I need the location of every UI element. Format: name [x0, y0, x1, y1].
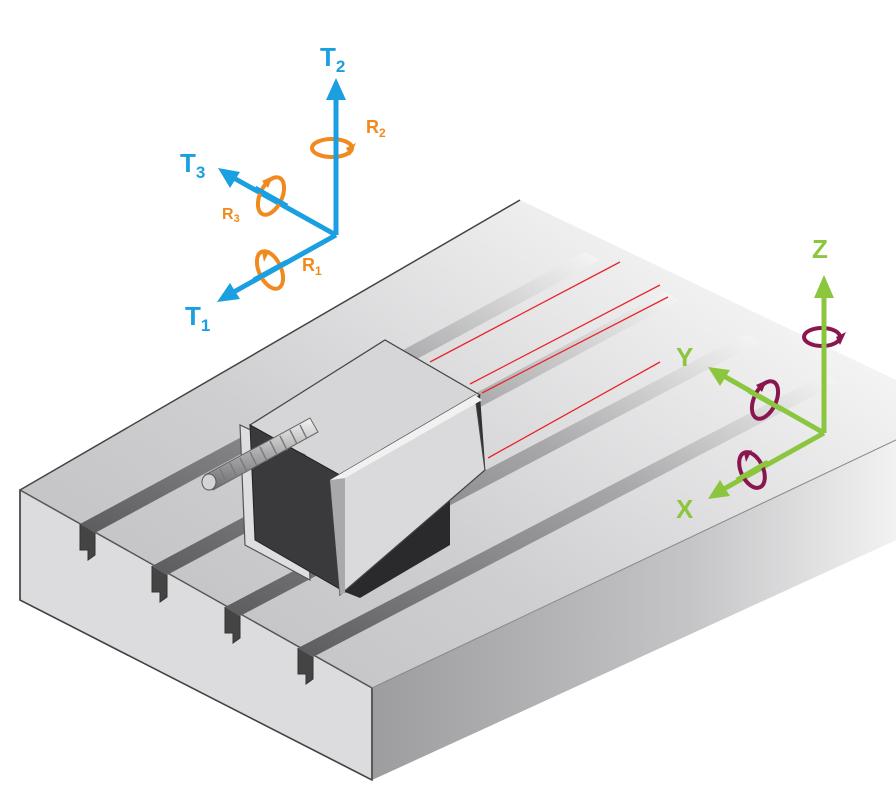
r2-rotation-icon: [310, 132, 356, 160]
t3-arrowhead: [218, 168, 240, 188]
z-label: Z: [812, 234, 828, 264]
lead-screw: [201, 417, 319, 491]
groove-4: [298, 374, 840, 657]
z-arrowhead: [814, 275, 834, 298]
y-arrowhead: [708, 367, 730, 386]
tr-coordinate-frame: T2 T3 T1 R2 R3 R1: [180, 42, 386, 335]
laser-beam-2: [469, 284, 661, 385]
x-label: X: [676, 494, 694, 524]
r1-rotation-icon: [252, 249, 289, 291]
xyz-coordinate-frame: Z Y X: [676, 234, 846, 524]
laser-beam-1: [429, 261, 621, 363]
base-plate-right-face: [372, 440, 896, 780]
laser-beams: [429, 261, 669, 459]
t3-label: T3: [180, 148, 205, 182]
laser-beam-4: [487, 361, 661, 459]
x-arrowhead: [708, 480, 730, 499]
r3-label: R3: [222, 206, 240, 225]
z-rotation-icon: [802, 322, 846, 352]
x-rotation-icon: [735, 450, 770, 490]
r2-label: R2: [366, 117, 386, 140]
y-label: Y: [676, 342, 693, 372]
t1-arrowhead: [217, 283, 240, 302]
y-rotation-icon: [747, 379, 783, 421]
t1-label: T1: [185, 301, 210, 335]
laser-beam-3: [481, 296, 669, 394]
r1-label: R1: [302, 255, 322, 278]
linear-stage-carriage: [239, 339, 486, 598]
t2-label: T2: [320, 42, 345, 76]
r3-rotation-icon: [253, 175, 289, 217]
t2-arrowhead: [326, 78, 346, 100]
